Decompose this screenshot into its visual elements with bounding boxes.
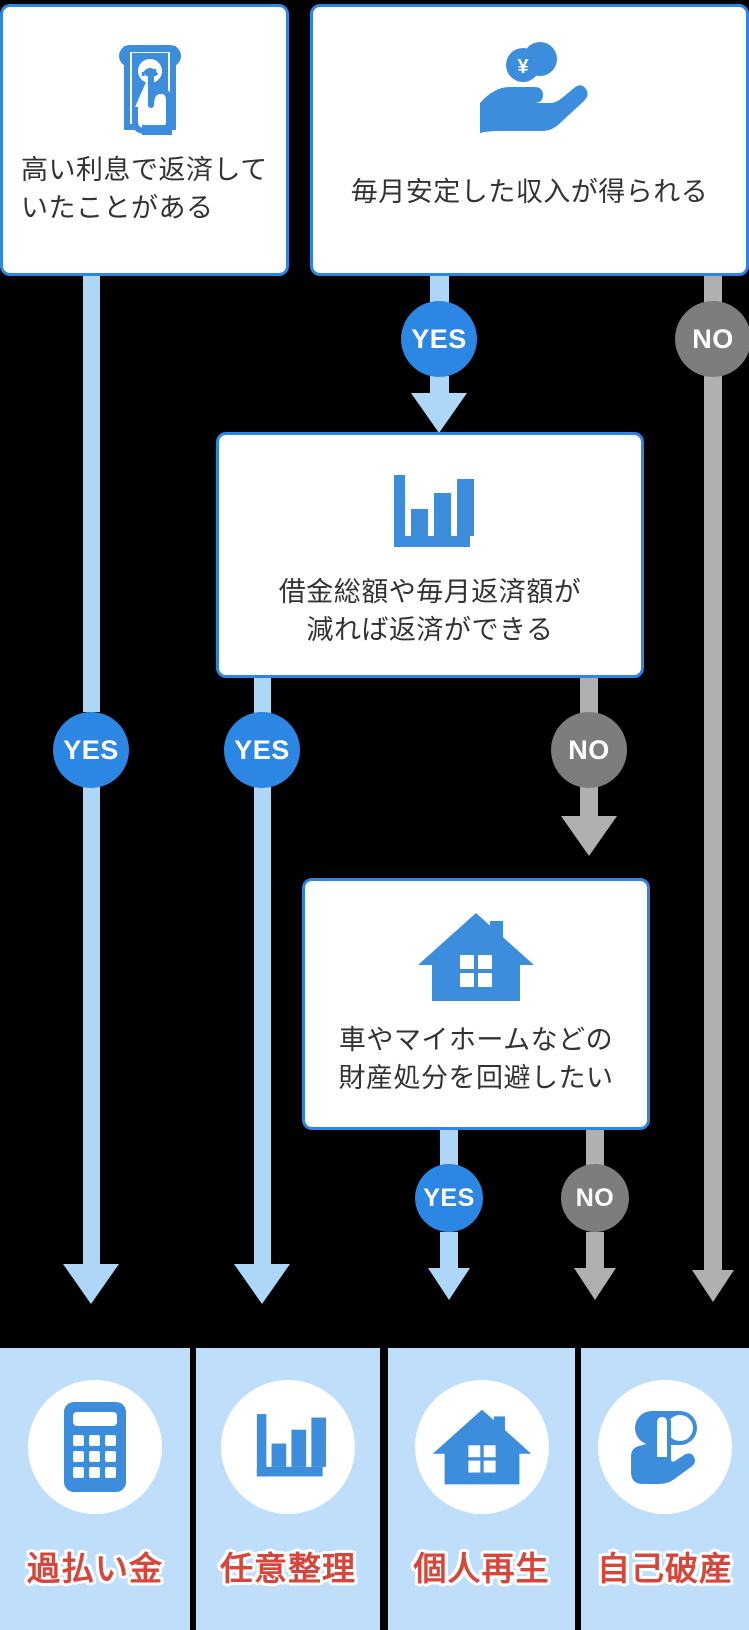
question-card-interest-text: 高い利息で返済して いたことがある: [21, 155, 268, 224]
edge-line-house-no-lower: [586, 1232, 604, 1272]
question-card-house-text: 車やマイホームなどの 財産処分を回避したい: [338, 1025, 614, 1094]
badge-reduce-no[interactable]: NO: [551, 712, 627, 788]
bar-chart-icon: [378, 461, 482, 565]
bar-chart-icon: [221, 1380, 355, 1514]
question-card-income-text: 毎月安定した収入が得られる: [350, 177, 709, 207]
result-tile-nini-seiri[interactable]: 任意整理: [196, 1348, 380, 1630]
result-tile-kojin-saisei[interactable]: 個人再生: [388, 1348, 575, 1630]
badge-reduce-yes[interactable]: YES: [224, 712, 300, 788]
edge-line-reduce-yes-lower: [254, 782, 271, 1270]
question-card-house[interactable]: 車やマイホームなどの 財産処分を回避したい: [302, 878, 650, 1130]
badge-house-yes[interactable]: YES: [415, 1164, 483, 1232]
result-label-kojin-saisei: 個人再生: [413, 1550, 550, 1587]
question-card-income[interactable]: ¥ 毎月安定した収入が得られる: [310, 4, 749, 276]
edge-line-interest-yes-lower: [83, 786, 100, 1270]
edge-line-income-no-lower: [704, 376, 722, 1276]
question-card-interest[interactable]: 高い利息で返済して いたことがある: [0, 4, 289, 276]
edge-line-house-yes: [440, 1130, 458, 1166]
result-tile-kabaraikin[interactable]: 過払い金: [0, 1348, 190, 1630]
edge-arrowhead-income-no: [692, 1270, 734, 1302]
svg-text:¥: ¥: [517, 56, 529, 78]
badge-income-yes[interactable]: YES: [401, 301, 477, 377]
badge-house-yes-label: YES: [423, 1183, 475, 1212]
result-label-kabaraikin: 過払い金: [27, 1550, 163, 1587]
result-label-jikohasan: 自己破産: [597, 1550, 733, 1587]
atm-cash-withdraw-icon: [89, 29, 201, 141]
badge-income-no[interactable]: NO: [675, 301, 749, 377]
edge-line-house-no: [586, 1130, 604, 1166]
edge-line-interest-yes: [83, 276, 100, 712]
edge-arrowhead-reduce-no: [561, 816, 617, 856]
result-label-nini-seiri: 任意整理: [220, 1550, 356, 1587]
edge-line-income-yes-lower: [430, 376, 449, 398]
badge-income-no-label: NO: [692, 323, 734, 354]
house-icon: [416, 903, 536, 1011]
badge-reduce-no-label: NO: [568, 734, 610, 765]
edge-line-reduce-yes: [254, 678, 271, 716]
badge-interest-yes[interactable]: YES: [53, 712, 129, 788]
edge-line-house-yes-lower: [440, 1232, 458, 1272]
edge-arrowhead-income-yes: [411, 393, 467, 433]
hand-pointing-icon: [598, 1380, 732, 1514]
question-card-reduce[interactable]: 借金総額や毎月返済額が 減れば返済ができる: [216, 432, 644, 678]
edge-line-reduce-no: [580, 678, 598, 716]
badge-reduce-yes-label: YES: [234, 734, 290, 765]
edge-arrowhead-interest-yes: [63, 1264, 119, 1304]
badge-interest-yes-label: YES: [63, 734, 119, 765]
house-icon: [414, 1380, 549, 1514]
question-card-reduce-text: 借金総額や毎月返済額が 減れば返済ができる: [278, 577, 582, 646]
hand-holding-yen-coin-icon: ¥: [466, 33, 594, 145]
edge-arrowhead-house-yes: [428, 1268, 470, 1300]
badge-house-no[interactable]: NO: [561, 1164, 629, 1232]
badge-house-no-label: NO: [575, 1183, 615, 1212]
result-tile-jikohasan[interactable]: 自己破産: [581, 1348, 749, 1630]
calculator-icon: [28, 1380, 162, 1514]
badge-income-yes-label: YES: [411, 323, 467, 354]
edge-line-reduce-no-lower: [580, 782, 598, 820]
edge-arrowhead-reduce-yes: [234, 1264, 290, 1304]
edge-arrowhead-house-no: [574, 1268, 616, 1300]
